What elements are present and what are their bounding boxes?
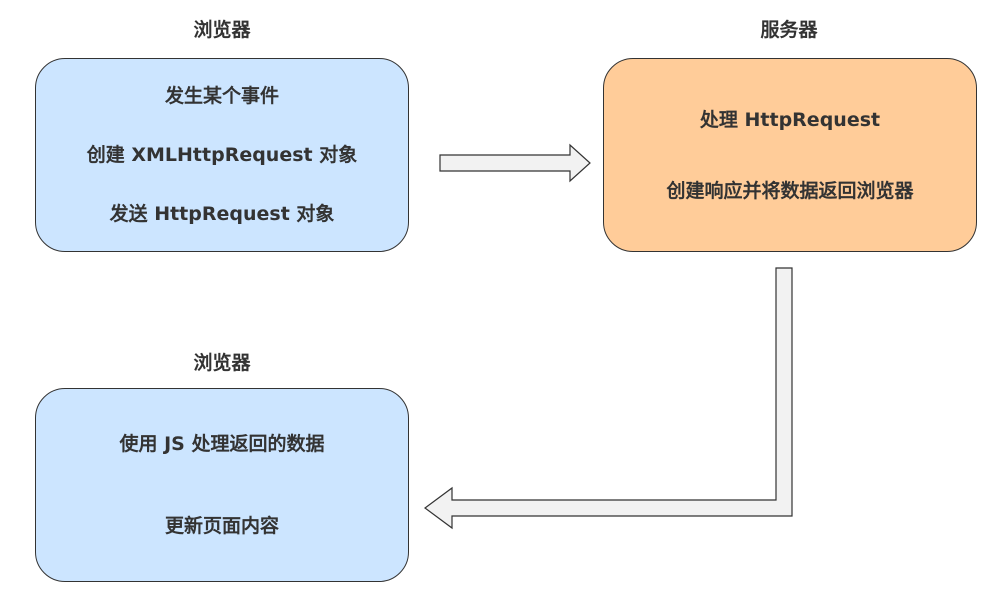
browser-top-box: 发生某个事件 创建 XMLHttpRequest 对象 发送 HttpReque…: [35, 58, 409, 252]
arrow-server-to-browser: [423, 267, 793, 530]
browser-bottom-box: 使用 JS 处理返回的数据 更新页面内容: [35, 388, 409, 582]
server-box: 处理 HttpRequest 创建响应并将数据返回浏览器: [603, 58, 977, 252]
browser-top-line-3: 发送 HttpRequest 对象: [109, 203, 335, 225]
server-heading: 服务器: [760, 19, 818, 41]
browser-top-line-1: 发生某个事件: [164, 85, 279, 107]
browser-bottom-line-1: 使用 JS 处理返回的数据: [119, 433, 325, 455]
server-line-2: 创建响应并将数据返回浏览器: [666, 179, 914, 202]
browser-top-heading: 浏览器: [193, 19, 251, 41]
browser-bottom-heading: 浏览器: [193, 352, 251, 374]
arrow-browser-to-server: [439, 143, 591, 183]
browser-top-line-2: 创建 XMLHttpRequest 对象: [86, 144, 358, 166]
browser-bottom-line-2: 更新页面内容: [164, 515, 279, 537]
server-line-1: 处理 HttpRequest: [699, 108, 881, 131]
